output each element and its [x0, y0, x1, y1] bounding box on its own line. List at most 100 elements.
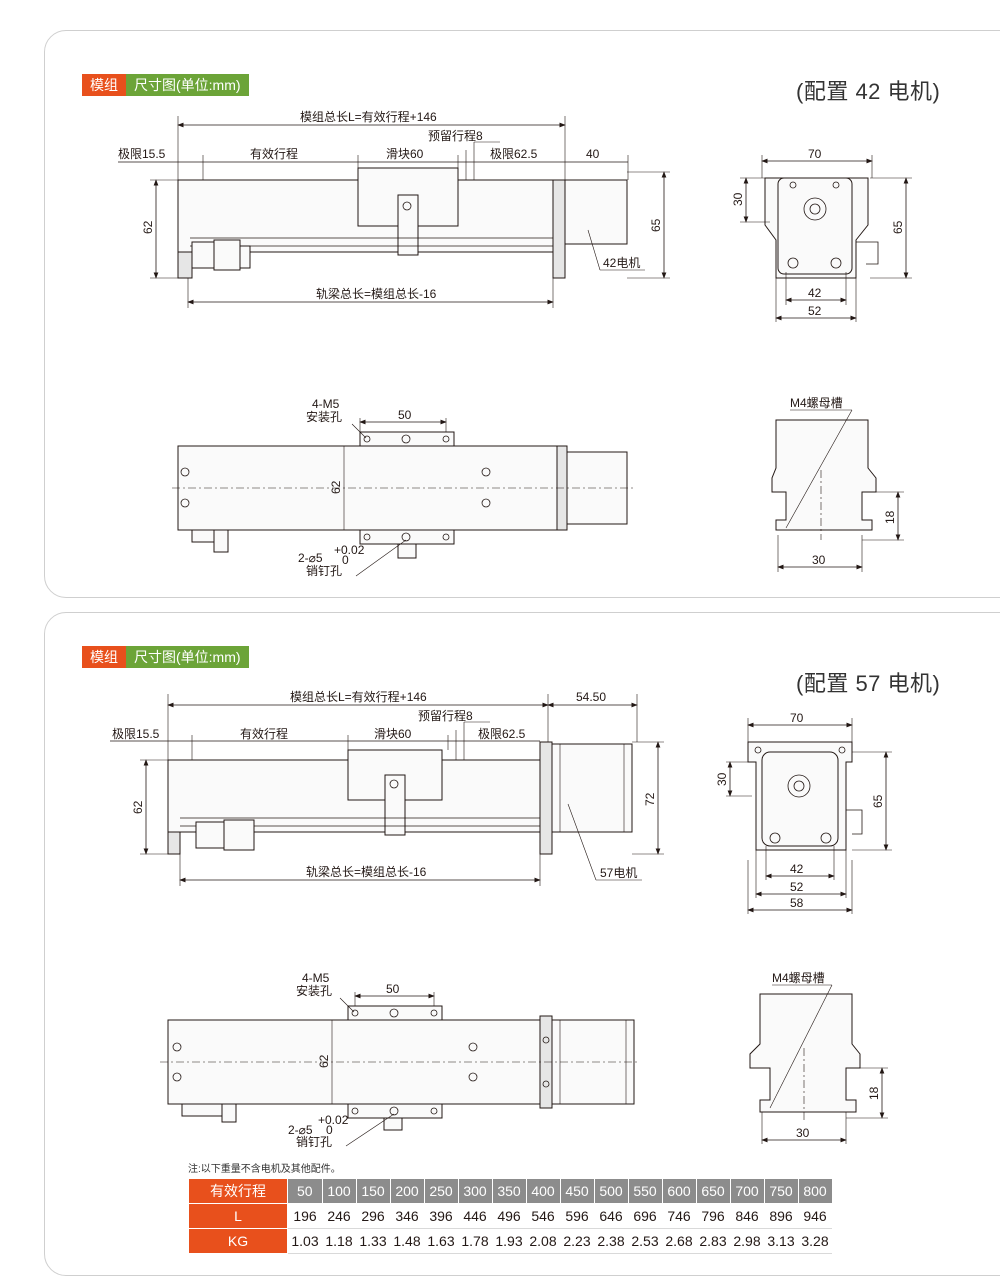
weight-cell: 2.83 — [696, 1228, 730, 1254]
dim-height-62: 62 — [131, 800, 145, 814]
top-view-57: 50 4-M5 安装孔 62 2-⌀5 +0.02 0 销钉孔 — [160, 971, 640, 1149]
length-cell: 296 — [356, 1203, 390, 1229]
dim-rail-length: 轨梁总长=模组总长-16 — [306, 864, 427, 879]
label-pin-hole: 销钉孔 — [306, 564, 342, 578]
length-cell: 946 — [798, 1203, 832, 1229]
end-view-42: 70 30 65 42 52 — [731, 147, 912, 322]
dim-end-42: 42 — [790, 862, 804, 876]
dim-effective-stroke: 有效行程 — [250, 146, 298, 161]
length-cell: 446 — [458, 1203, 492, 1229]
section-tag-2: 模组 尺寸图(单位:mm) — [82, 646, 249, 668]
header-L: L — [188, 1203, 288, 1229]
config-42-title: (配置 42 电机) — [796, 79, 941, 104]
dim-end-30: 30 — [731, 192, 745, 206]
weight-cell: 2.98 — [730, 1228, 764, 1254]
dim-end-58: 58 — [790, 896, 804, 910]
length-cell: 896 — [764, 1203, 798, 1229]
weight-cell: 1.63 — [424, 1228, 458, 1254]
dim-end-42: 42 — [808, 286, 822, 300]
section-tag-1: 模组 尺寸图(单位:mm) — [82, 74, 249, 96]
dim-reserve-stroke: 预留行程8 — [428, 128, 483, 143]
label-mount-hole: 安装孔 — [306, 409, 342, 424]
tag-dimension: 尺寸图(单位:mm) — [126, 74, 249, 96]
label-pin-hole-dia: 2-⌀5 — [298, 551, 323, 565]
side-view-42: 模组总长L=有效行程+146 预留行程8 极限15.5 有效行程 滑块60 极限… — [118, 109, 670, 308]
stroke-cell: 400 — [525, 1178, 561, 1204]
length-cell: 796 — [696, 1203, 730, 1229]
weight-cell: 1.48 — [390, 1228, 424, 1254]
weight-cell: 2.23 — [560, 1228, 594, 1254]
spec-table: 有效行程 50 100 150 200 250 300 350 400 450 … — [188, 1178, 833, 1254]
stroke-cell: 750 — [763, 1178, 799, 1204]
length-cell: 496 — [492, 1203, 526, 1229]
row-stroke: 有效行程 50 100 150 200 250 300 350 400 450 … — [188, 1178, 833, 1204]
dim-slot-30: 30 — [812, 553, 826, 567]
end-view-57: 70 30 65 42 52 58 — [715, 711, 892, 914]
dim-limit-start: 极限15.5 — [118, 147, 166, 161]
side-view-57: 模组总长L=有效行程+146 54.50 预留行程8 极限15.5 有效行程 滑… — [110, 689, 664, 886]
label-tol-zero: 0 — [326, 1123, 333, 1137]
stroke-cell: 100 — [321, 1178, 357, 1204]
weight-cell: 2.53 — [628, 1228, 662, 1254]
config-57-title: (配置 57 电机) — [796, 671, 941, 696]
dim-motor-length: 40 — [586, 147, 600, 161]
label-tol-zero: 0 — [342, 553, 349, 567]
stroke-cell: 650 — [695, 1178, 731, 1204]
label-nut-slot: M4螺母槽 — [790, 396, 843, 410]
dim-end-65: 65 — [891, 220, 905, 234]
label-nut-slot: M4螺母槽 — [772, 971, 825, 985]
dim-slot-18: 18 — [867, 1086, 881, 1100]
label-m5: 4-M5 — [312, 397, 340, 411]
length-cell: 346 — [390, 1203, 424, 1229]
dim-reserve-stroke: 预留行程8 — [418, 708, 473, 723]
row-length: L 196 246 296 346 396 446 496 546 596 64… — [188, 1203, 832, 1229]
label-42-motor: 42电机 — [603, 256, 640, 270]
dim-slider: 滑块60 — [386, 147, 424, 161]
weight-cell: 1.78 — [458, 1228, 492, 1254]
label-tol-plus: +0.02 — [318, 1113, 349, 1127]
stroke-cell: 200 — [389, 1178, 425, 1204]
dim-limit-start: 极限15.5 — [112, 727, 160, 741]
dim-end-52: 52 — [808, 304, 822, 318]
label-mount-hole: 安装孔 — [296, 983, 332, 998]
stroke-cell: 350 — [491, 1178, 527, 1204]
length-cell: 196 — [287, 1203, 322, 1229]
stroke-cell: 800 — [797, 1178, 833, 1204]
dim-effective-stroke: 有效行程 — [240, 726, 288, 741]
weight-cell: 3.28 — [798, 1228, 832, 1254]
stroke-cell: 600 — [661, 1178, 697, 1204]
weight-cell: 2.08 — [526, 1228, 560, 1254]
dim-end-65: 65 — [871, 794, 885, 808]
dim-height-65: 65 — [649, 218, 663, 232]
dim-end-52: 52 — [790, 880, 804, 894]
label-pin-hole: 销钉孔 — [296, 1135, 332, 1149]
label-pin-hole-dia: 2-⌀5 — [288, 1123, 313, 1137]
dim-limit-end: 极限62.5 — [478, 727, 526, 741]
dim-hole-spacing-50: 50 — [398, 408, 412, 422]
length-cell: 396 — [424, 1203, 458, 1229]
row-weight: KG 1.03 1.18 1.33 1.48 1.63 1.78 1.93 2.… — [188, 1228, 832, 1254]
dim-limit-end: 极限62.5 — [490, 147, 538, 161]
top-view-42: 50 4-M5 安装孔 62 2-⌀5 +0.02 0 销钉孔 — [172, 397, 634, 578]
dim-total-length: 模组总长L=有效行程+146 — [290, 689, 427, 704]
dim-height-62: 62 — [141, 220, 155, 234]
length-cell: 696 — [628, 1203, 662, 1229]
tag-module: 模组 — [82, 74, 126, 96]
stroke-cell: 500 — [593, 1178, 629, 1204]
dim-motor-length: 54.50 — [576, 690, 606, 704]
weight-cell: 1.93 — [492, 1228, 526, 1254]
weight-cell: 1.18 — [322, 1228, 356, 1254]
dim-slot-18: 18 — [883, 510, 897, 524]
dim-top-62: 62 — [329, 480, 343, 494]
dim-hole-spacing-50: 50 — [386, 982, 400, 996]
dim-rail-length: 轨梁总长=模组总长-16 — [316, 286, 437, 301]
stroke-cell: 300 — [457, 1178, 493, 1204]
dim-total-length: 模组总长L=有效行程+146 — [300, 109, 437, 124]
weight-note: 注:以下重量不含电机及其他配件。 — [188, 1164, 341, 1175]
length-cell: 746 — [662, 1203, 696, 1229]
label-m5: 4-M5 — [302, 971, 330, 985]
dim-top-62: 62 — [317, 1054, 331, 1068]
dim-slider: 滑块60 — [374, 727, 412, 741]
stroke-cell: 550 — [627, 1178, 663, 1204]
